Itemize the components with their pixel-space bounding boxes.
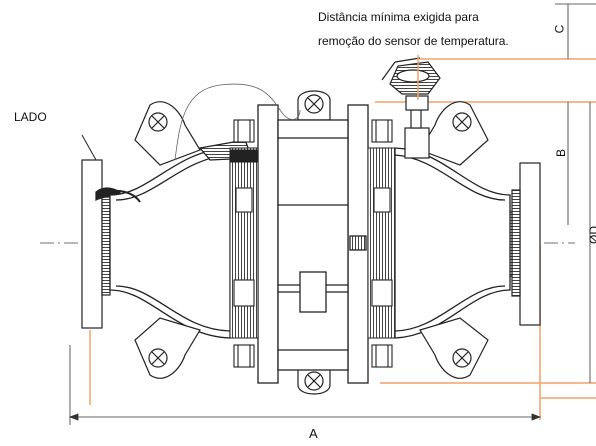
dimension-b-label: B bbox=[554, 148, 569, 158]
dimension-lines-right bbox=[555, 3, 596, 383]
grounding-wire bbox=[174, 83, 301, 161]
right-cone bbox=[394, 147, 511, 339]
dimension-c-label: C bbox=[552, 24, 567, 34]
left-cone bbox=[99, 139, 253, 339]
housing-lugs bbox=[297, 90, 331, 395]
side-pointer bbox=[81, 134, 97, 161]
left-bolts bbox=[233, 119, 255, 368]
dimension-d-label: ØD bbox=[587, 226, 596, 244]
left-lugs bbox=[134, 101, 201, 379]
side-label: LADO bbox=[14, 110, 47, 124]
temperature-sensor bbox=[381, 57, 441, 159]
dimension-a-label: A bbox=[309, 426, 318, 441]
right-lugs bbox=[419, 101, 489, 379]
dimension-a-line bbox=[68, 345, 542, 425]
clearance-note-line1: Distância mínima exigida para bbox=[318, 10, 479, 24]
central-housing bbox=[257, 104, 369, 384]
right-bolts bbox=[371, 119, 393, 368]
clearance-note-line2: remoção do sensor de temperatura. bbox=[318, 34, 509, 48]
